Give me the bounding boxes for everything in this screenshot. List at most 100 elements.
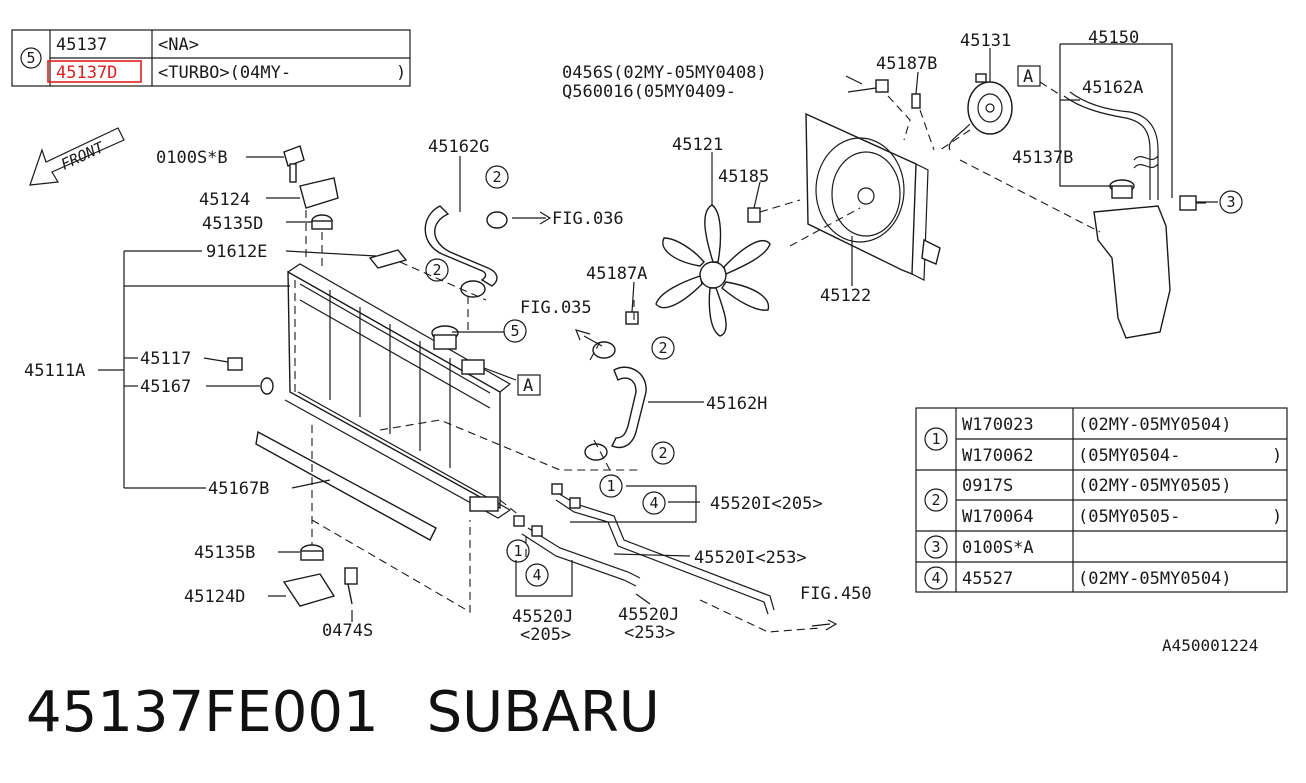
- label-45150: 45150: [1088, 28, 1139, 48]
- footer-part-number: 45137FE001: [26, 680, 379, 745]
- leader-lines: [98, 43, 1218, 631]
- nut-45187a: [625, 311, 639, 325]
- lower-hose: [611, 366, 647, 449]
- label-45137b: 45137B: [1012, 148, 1073, 168]
- label-45167b: 45167B: [208, 479, 269, 499]
- bolt-45185: [747, 207, 761, 223]
- label-0100sb: 0100S*B: [156, 148, 228, 168]
- legend-part-1b: W170062: [962, 446, 1034, 466]
- label-45131: 45131: [960, 31, 1011, 51]
- ref-box-a-left: A: [523, 376, 533, 396]
- radiator: [284, 263, 512, 519]
- label-45520j-253: 45520J: [618, 605, 679, 625]
- legend-part-2b: W170064: [962, 507, 1034, 527]
- label-45167: 45167: [140, 377, 191, 397]
- top-table-note-2-end: ): [396, 63, 406, 83]
- label-45162h: 45162H: [706, 394, 767, 414]
- footer-title: 45137FE001 SUBARU: [26, 680, 660, 745]
- legend-note-2b: (05MY0505-: [1078, 507, 1180, 527]
- label-0474s: 0474S: [322, 621, 373, 641]
- label-91612e: 91612E: [206, 242, 267, 262]
- callout-5-circle: [20, 47, 42, 69]
- legend-note-1a: (02MY-05MY0504): [1078, 415, 1232, 435]
- part-labels: 0100S*B 45124 45135D 91612E 45111A 45117…: [24, 28, 1143, 645]
- label-45520j-205-sub: <205>: [520, 625, 571, 645]
- legend-ref-2: 2: [931, 491, 940, 509]
- callout-4-a: 4: [649, 494, 658, 512]
- legend-ref-3: 3: [931, 538, 940, 556]
- label-q560016: Q560016(05MY0409-: [562, 82, 736, 102]
- air-guide-plate: [255, 430, 437, 541]
- top-table-part-2-highlighted[interactable]: 45137D: [56, 63, 117, 83]
- nut-45187b: [911, 93, 921, 109]
- callouts: 2 2 5 2 2 1 4 1 4 3: [425, 165, 1243, 587]
- label-45187b: 45187B: [876, 54, 937, 74]
- callout-2-a: 2: [492, 168, 501, 186]
- fan-motor-45131: [948, 73, 1013, 151]
- fan-shroud-45122: [805, 112, 941, 281]
- legend-ref-1: 1: [931, 430, 940, 448]
- label-45122: 45122: [820, 286, 871, 306]
- label-45121: 45121: [672, 135, 723, 155]
- label-45162a: 45162A: [1082, 78, 1143, 98]
- top-part-table: 5 45137 <NA> 45137D <TURBO>(04MY- ): [11, 29, 411, 87]
- label-45520i-205: 45520I<205>: [710, 494, 823, 514]
- front-arrow: FRONT: [29, 127, 125, 186]
- top-table-part-1: 45137: [56, 35, 107, 55]
- label-45124d: 45124D: [184, 587, 245, 607]
- lower-bracket: [282, 544, 358, 607]
- callout-1-b: 1: [513, 542, 522, 560]
- seal-91612e: [368, 249, 408, 269]
- legend-part-3: 0100S*A: [962, 538, 1034, 558]
- upper-bracket: [283, 145, 339, 230]
- label-45520j-205: 45520J: [512, 607, 573, 627]
- label-fig450: FIG.450: [800, 584, 872, 604]
- label-45187a: 45187A: [586, 264, 647, 284]
- callout-3: 3: [1226, 193, 1235, 211]
- legend-part-4: 45527: [962, 569, 1013, 589]
- dashed-guides: [305, 81, 1101, 633]
- legend-ref-4: 4: [931, 569, 940, 587]
- fan-45121: [655, 204, 771, 337]
- bolt-0456s: [875, 79, 889, 93]
- legend-note-2b-end: ): [1272, 507, 1282, 527]
- ref-box-a-right: A: [1023, 67, 1033, 87]
- diagram-id: A450001224: [1162, 636, 1259, 655]
- callout-2-c: 2: [658, 339, 667, 357]
- label-45111a: 45111A: [24, 361, 85, 381]
- label-45124: 45124: [199, 190, 250, 210]
- label-0456s: 0456S(02MY-05MY0408): [562, 63, 767, 83]
- legend-note-4: (02MY-05MY0504): [1078, 569, 1232, 589]
- upper-hose: [424, 205, 498, 287]
- legend-part-2a: 0917S: [962, 476, 1013, 496]
- legend-note-1b-end: ): [1272, 446, 1282, 466]
- label-45135b: 45135B: [194, 543, 255, 563]
- label-45162g: 45162G: [428, 137, 489, 157]
- callout-2-d: 2: [658, 444, 667, 462]
- front-label: FRONT: [58, 138, 107, 174]
- legend-part-1a: W170023: [962, 415, 1034, 435]
- callout-2-b: 2: [432, 261, 441, 279]
- label-fig035: FIG.035: [520, 298, 592, 318]
- label-45185: 45185: [718, 167, 769, 187]
- label-fig036: FIG.036: [552, 209, 624, 229]
- top-table-ref: 5: [26, 49, 35, 67]
- footer-brand: SUBARU: [426, 680, 660, 745]
- highlight-box[interactable]: [47, 60, 142, 83]
- legend-note-1b: (05MY0504-: [1078, 446, 1180, 466]
- legend-table: 1 W170023 (02MY-05MY0504) W170062 (05MY0…: [915, 407, 1288, 593]
- label-45520i-253: 45520I<253>: [694, 548, 807, 568]
- o-ring: [260, 377, 274, 395]
- top-table-note-2: <TURBO>(04MY-: [158, 63, 291, 83]
- label-45117: 45117: [140, 349, 191, 369]
- callout-5: 5: [510, 322, 519, 340]
- legend-note-2a: (02MY-05MY0505): [1078, 476, 1232, 496]
- callout-1-a: 1: [606, 477, 615, 495]
- label-45520j-253-sub: <253>: [624, 623, 675, 643]
- label-45135d: 45135D: [202, 214, 263, 234]
- drain-plug: [227, 357, 243, 371]
- callout-4-b: 4: [532, 566, 541, 584]
- reservoir-tank-45150: [1063, 91, 1206, 339]
- top-table-note-1: <NA>: [158, 35, 199, 55]
